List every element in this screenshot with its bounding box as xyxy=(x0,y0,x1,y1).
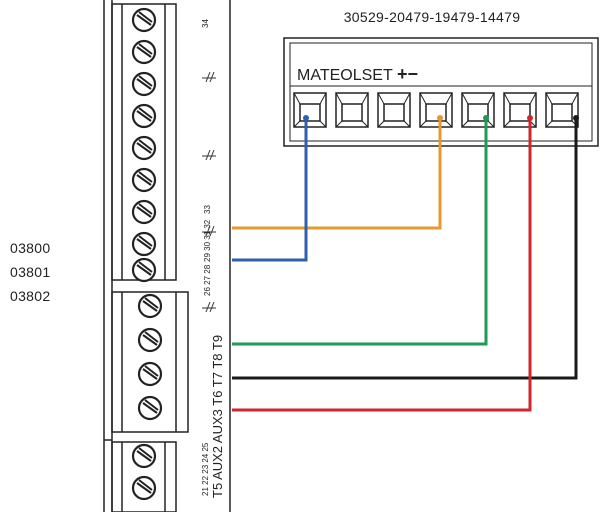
module-slot xyxy=(419,92,453,128)
module-slot xyxy=(335,92,369,128)
screw-terminal xyxy=(131,443,157,469)
screw-terminal xyxy=(137,361,163,387)
module-slots xyxy=(293,92,579,128)
screw-terminal xyxy=(131,199,157,225)
terminal-marks xyxy=(202,71,216,313)
screw-terminal xyxy=(131,475,157,501)
terminal-numbers-middle: 26 27 28 xyxy=(203,264,212,296)
black-wire xyxy=(232,118,578,380)
terminal-number-33: 33 xyxy=(203,205,212,214)
terminal-screws xyxy=(131,7,163,501)
screw-terminal xyxy=(131,135,157,161)
screw-terminal xyxy=(137,293,163,319)
part-number-label: 30529-20479-19479-14479 xyxy=(343,9,521,25)
screw-terminal xyxy=(131,39,157,65)
blue-wire xyxy=(232,118,308,262)
code-label-1: 03800 xyxy=(10,240,51,256)
code-label-3: 03802 xyxy=(10,288,51,304)
module-slot xyxy=(545,92,579,128)
module-polarity: +− xyxy=(397,64,418,84)
screw-terminal xyxy=(131,167,157,193)
terminal-names-lower: T5 AUX2 AUX3 T6 T7 T8 T9 xyxy=(210,335,225,498)
module-slot xyxy=(377,92,411,128)
terminal-number-34: 34 xyxy=(201,19,210,28)
terminal-numbers-upper: 29 30 31 32 xyxy=(203,219,212,262)
screw-terminal xyxy=(131,103,157,129)
module-label: MATEOLSET xyxy=(297,67,393,84)
wire-terminations xyxy=(303,115,579,121)
screw-terminal xyxy=(131,71,157,97)
screw-terminal xyxy=(131,257,157,283)
module-slot xyxy=(461,92,495,128)
screw-terminal xyxy=(137,395,163,421)
terminal-strip xyxy=(103,0,231,512)
module-slot xyxy=(503,92,537,128)
screw-terminal xyxy=(131,231,157,257)
module-slot xyxy=(293,92,327,128)
screw-terminal xyxy=(131,7,157,33)
code-label-2: 03801 xyxy=(10,264,51,280)
orange-wire xyxy=(232,118,442,230)
green-wire xyxy=(232,118,488,346)
screw-terminal xyxy=(137,327,163,353)
red-wire xyxy=(232,118,532,412)
terminal-numbers-bottom: 21 22 23 24 25 xyxy=(201,442,210,496)
